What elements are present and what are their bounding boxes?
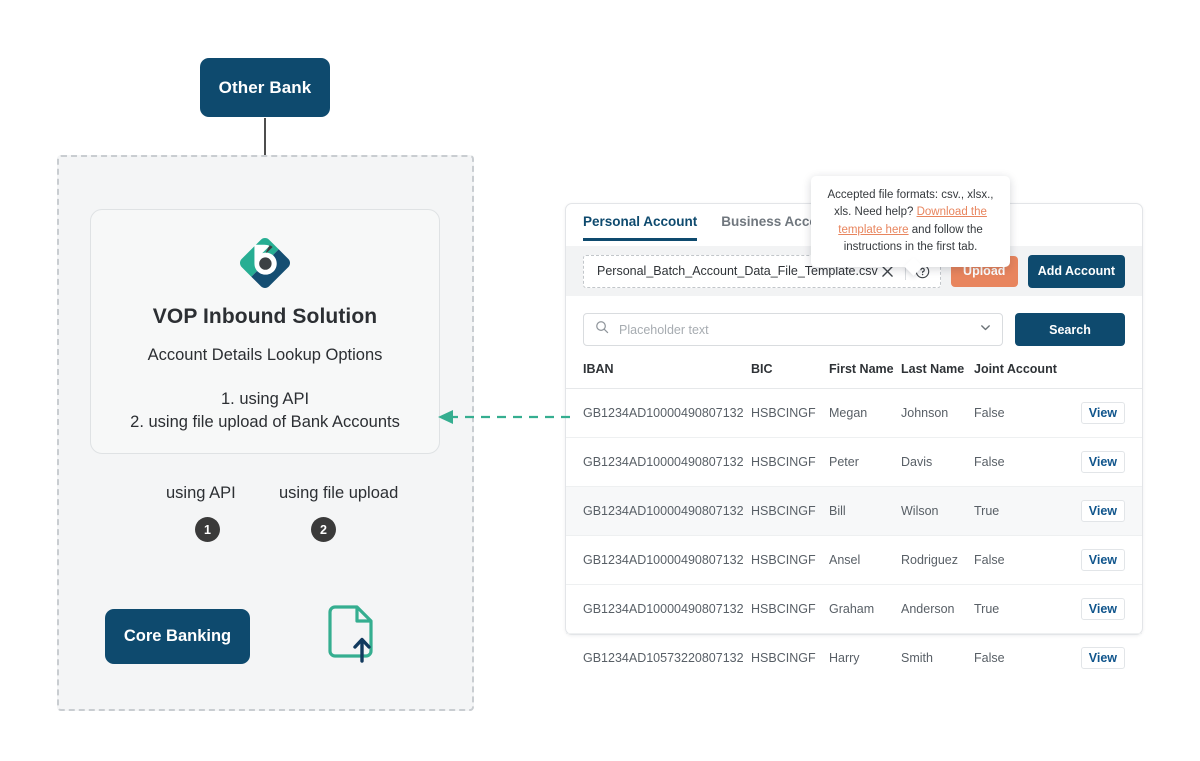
view-button[interactable]: View	[1080, 598, 1125, 620]
core-banking-node: Core Banking	[105, 609, 250, 664]
view-button[interactable]: View	[1080, 500, 1125, 522]
view-button[interactable]: View	[1080, 549, 1125, 571]
vop-subtitle: Account Details Lookup Options	[147, 346, 383, 364]
vop-title: VOP Inbound Solution	[152, 305, 378, 328]
table-row[interactable]: GB1234AD10573220807132 HSBCINGF Harry Smith…	[566, 634, 1142, 683]
column-header-actions	[1069, 362, 1142, 389]
vop-option-2: 2. using file upload of Bank Accounts	[130, 413, 400, 431]
column-header-bic: BIC	[751, 362, 829, 389]
accounts-table: IBAN BIC First Name Last Name Joint Acco…	[566, 362, 1142, 682]
column-header-iban: IBAN	[566, 362, 751, 389]
search-icon	[595, 320, 609, 339]
cell-actions: View	[1069, 584, 1142, 634]
column-header-joint-account: Joint Account	[974, 362, 1069, 389]
cell-last-name: Davis	[901, 437, 974, 487]
view-button[interactable]: View	[1080, 647, 1125, 669]
cell-joint-account: False	[974, 437, 1069, 487]
cell-joint-account: True	[974, 486, 1069, 536]
column-header-last-name: Last Name	[901, 362, 974, 389]
cell-iban: GB1234AD10000490807132	[566, 584, 751, 634]
cell-actions: View	[1069, 486, 1142, 536]
cell-actions: View	[1069, 388, 1142, 438]
download-template-link[interactable]: Download the template here	[838, 206, 987, 236]
chevron-down-icon[interactable]	[979, 321, 992, 339]
vop-option-1: 1. using API	[220, 390, 310, 408]
cell-joint-account: False	[974, 651, 1005, 665]
column-header-first-name: First Name	[829, 362, 901, 389]
search-field-wrapper[interactable]	[583, 313, 1003, 346]
step-badge-2: 2	[311, 517, 336, 542]
other-bank-node: Other Bank	[200, 58, 330, 117]
cell-bic: HSBCINGF	[751, 651, 816, 665]
view-button[interactable]: View	[1080, 451, 1125, 473]
file-upload-toolbar: Personal_Batch_Account_Data_File_Templat…	[566, 246, 1142, 296]
cell-last-name: Anderson	[901, 584, 974, 634]
close-x-icon[interactable]	[878, 261, 898, 281]
brand-b-diamond-logo	[234, 232, 296, 294]
cell-first-name: Harry	[829, 651, 860, 665]
core-banking-label: Core Banking	[123, 627, 232, 645]
cell-last-name: Wilson	[901, 486, 974, 536]
tooltip-line-1: Accepted file formats: csv., xlsx., xls.	[827, 189, 994, 219]
tooltip-suffix: and follow the instructions in the first…	[843, 223, 983, 254]
view-button[interactable]: View	[1080, 402, 1125, 424]
tab-personal-account[interactable]: Personal Account	[583, 204, 698, 241]
cell-last-name: Johnson	[901, 388, 974, 438]
branch-label-api: using API	[166, 484, 236, 502]
search-toolbar: Search	[566, 296, 1142, 346]
cell-last-name: Rodriguez	[901, 535, 974, 585]
tooltip-prefix: Need help?	[854, 206, 917, 219]
cell-joint-account: False	[974, 388, 1069, 438]
cell-iban: GB1234AD10000490807132	[566, 437, 751, 487]
cell-joint-account: True	[974, 584, 1069, 634]
cell-bic: HSBCINGF	[751, 535, 829, 585]
cell-iban: GB1234AD10000490807132	[566, 388, 751, 438]
table-header-row: IBAN BIC First Name Last Name Joint Acco…	[566, 362, 1142, 389]
add-account-button[interactable]: Add Account	[1027, 254, 1125, 288]
cell-first-name: Peter	[829, 437, 901, 487]
step-badge-1: 1	[195, 517, 220, 542]
cell-joint-account: False	[974, 535, 1069, 585]
cell-bic: HSBCINGF	[751, 486, 829, 536]
accounts-panel: Personal Account Business Account Person…	[565, 203, 1143, 669]
field-divider	[904, 262, 906, 280]
vop-inbound-solution-card: VOP Inbound Solution Account Details Loo…	[90, 209, 440, 454]
cell-bic: HSBCINGF	[751, 388, 829, 438]
tooltip-line-2: Need help? Download the template here an…	[838, 206, 987, 253]
account-type-tabs: Personal Account Business Account	[566, 204, 1142, 246]
cell-first-name: Ansel	[829, 535, 901, 585]
file-format-tooltip: Accepted file formats: csv., xlsx., xls.…	[811, 176, 1010, 276]
cell-first-name: Bill	[829, 486, 901, 536]
cell-last-name: Smith	[901, 651, 933, 665]
search-input[interactable]	[617, 321, 971, 338]
cell-iban: GB1234AD10000490807132	[566, 486, 751, 536]
vop-flow-diagram: Other Bank VOP Inbo	[0, 0, 520, 761]
cell-iban: GB1234AD10573220807132	[583, 651, 744, 665]
file-upload-icon	[322, 603, 382, 665]
cell-first-name: Megan	[829, 388, 901, 438]
cell-iban: GB1234AD10000490807132	[566, 535, 751, 585]
selected-file-name: Personal_Batch_Account_Data_File_Templat…	[597, 264, 878, 278]
other-bank-label: Other Bank	[218, 77, 312, 97]
branch-label-file-upload: using file upload	[279, 484, 399, 502]
cell-actions: View	[1069, 437, 1142, 487]
cell-actions: View	[1069, 535, 1142, 585]
cell-first-name: Graham	[829, 584, 901, 634]
cell-bic: HSBCINGF	[751, 437, 829, 487]
search-button[interactable]: Search	[1015, 313, 1125, 346]
tab-business-account[interactable]: Business Account	[721, 214, 839, 229]
cell-bic: HSBCINGF	[751, 584, 829, 634]
cell-actions: View	[1069, 634, 1142, 683]
